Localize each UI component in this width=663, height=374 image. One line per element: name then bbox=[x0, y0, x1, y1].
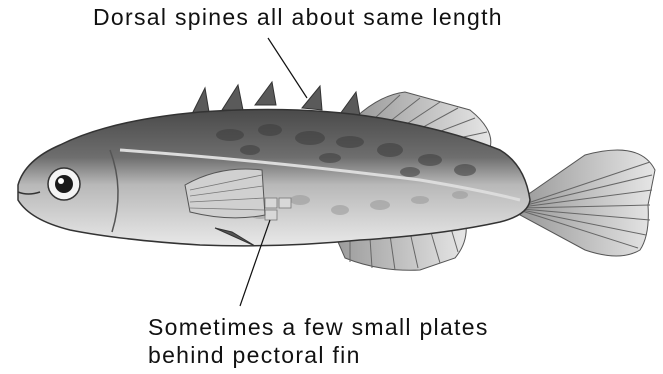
dorsal-spines-label: Dorsal spines all about same length bbox=[93, 3, 503, 31]
plates-label-line-1: Sometimes a few small plates bbox=[148, 313, 489, 341]
leader-line-dorsal bbox=[268, 38, 307, 98]
tail-fin bbox=[520, 150, 655, 256]
plates-label-line-2: behind pectoral fin bbox=[148, 341, 361, 369]
